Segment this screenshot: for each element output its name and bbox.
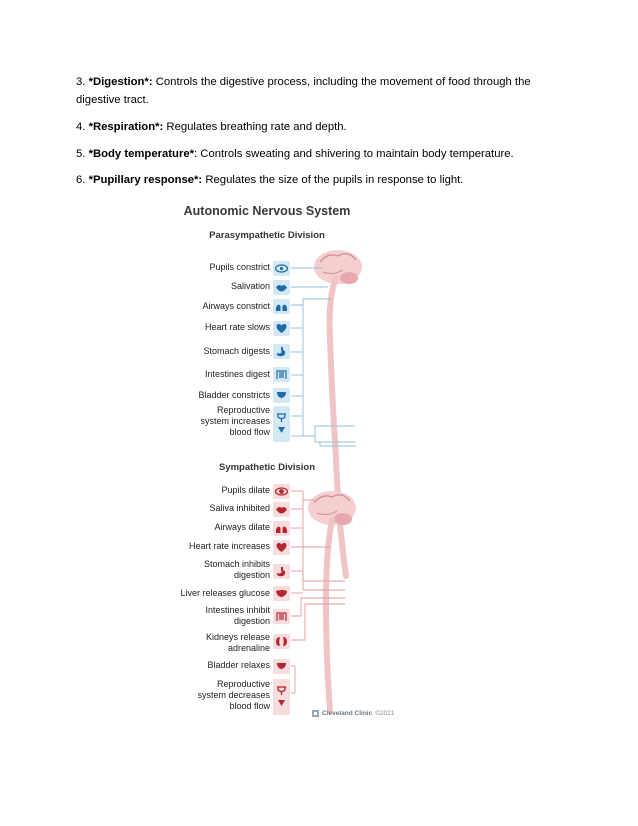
label-intestines-inhibit: Intestines inhibit digestion [205, 605, 270, 627]
figure-credit: Cleveland Clinic ©2021 [312, 710, 394, 717]
term-bold: *Digestion*: [89, 76, 153, 88]
stomach-icon [273, 344, 290, 359]
label-salivation: Salivation [231, 281, 270, 292]
label-bladder-constricts: Bladder constricts [198, 390, 270, 401]
term-description: Regulates the size of the pupils in resp… [202, 174, 463, 186]
reproductive-icon [273, 679, 290, 715]
term-bold: *Pupillary response*: [89, 174, 203, 186]
label-liver-releases-glucose: Liver releases glucose [180, 588, 270, 599]
label-reproductive-increases: Reproductive system increases blood flow [200, 405, 270, 438]
eye-icon [273, 484, 290, 499]
label-bladder-relaxes: Bladder relaxes [207, 660, 270, 671]
label-airways-dilate: Airways dilate [214, 522, 270, 533]
bladder-icon [273, 659, 290, 674]
liver-icon [273, 586, 290, 601]
kidneys-icon [273, 634, 290, 649]
credit-brand: Cleveland Clinic [322, 710, 372, 717]
term-bold: *Respiration*: [89, 121, 164, 133]
paragraph-pupillary-response: 6. *Pupillary response*: Regulates the s… [76, 172, 566, 190]
list-number: 3. [76, 76, 85, 88]
label-pupils-constrict: Pupils constrict [209, 262, 270, 273]
paragraph-digestion: 3. *Digestion*: Controls the digestive p… [76, 74, 566, 109]
label-intestines-digest: Intestines digest [205, 369, 270, 380]
stomach-icon [273, 564, 290, 579]
reproductive-icon [273, 406, 290, 442]
term-bold: *Body temperature* [89, 148, 194, 160]
parasympathetic-heading: Parasympathetic Division [160, 230, 374, 241]
term-description: Regulates breathing rate and depth. [163, 121, 346, 133]
term-description: : Controls sweating and shivering to mai… [194, 148, 514, 160]
lips-icon [273, 280, 290, 295]
label-reproductive-decreases: Reproductive system decreases blood flow [197, 679, 270, 712]
cleveland-clinic-logo-icon [312, 710, 319, 717]
list-number: 4. [76, 121, 85, 133]
label-saliva-inhibited: Saliva inhibited [209, 503, 270, 514]
figure-title: Autonomic Nervous System [160, 204, 374, 218]
heart-icon [273, 540, 290, 555]
label-pupils-dilate: Pupils dilate [221, 485, 270, 496]
heart-icon [273, 321, 290, 336]
sympathetic-spinal-cord [326, 520, 332, 710]
credit-year: ©2021 [375, 710, 394, 717]
label-heart-rate-slows: Heart rate slows [205, 322, 270, 333]
intestines-icon [273, 367, 290, 382]
bladder-icon [273, 388, 290, 403]
eye-icon [273, 261, 290, 276]
label-airways-constrict: Airways constrict [202, 301, 270, 312]
label-stomach-digests: Stomach digests [203, 346, 270, 357]
list-number: 6. [76, 174, 85, 186]
paragraph-body-temperature: 5. *Body temperature*: Controls sweating… [76, 146, 566, 164]
label-heart-rate-increases: Heart rate increases [189, 541, 270, 552]
lungs-icon [273, 299, 290, 314]
autonomic-nervous-system-figure: Autonomic Nervous System Parasympathetic… [160, 200, 400, 720]
parasympathetic-nerve-lines [291, 268, 356, 446]
label-stomach-inhibits: Stomach inhibits digestion [204, 559, 270, 581]
list-number: 5. [76, 148, 85, 160]
intestines-icon [273, 609, 290, 624]
label-kidneys-release-adrenaline: Kidneys release adrenaline [206, 632, 270, 654]
paragraph-respiration: 4. *Respiration*: Regulates breathing ra… [76, 119, 566, 137]
lungs-icon [273, 521, 290, 536]
sympathetic-heading: Sympathetic Division [160, 462, 374, 473]
lips-icon [273, 502, 290, 517]
